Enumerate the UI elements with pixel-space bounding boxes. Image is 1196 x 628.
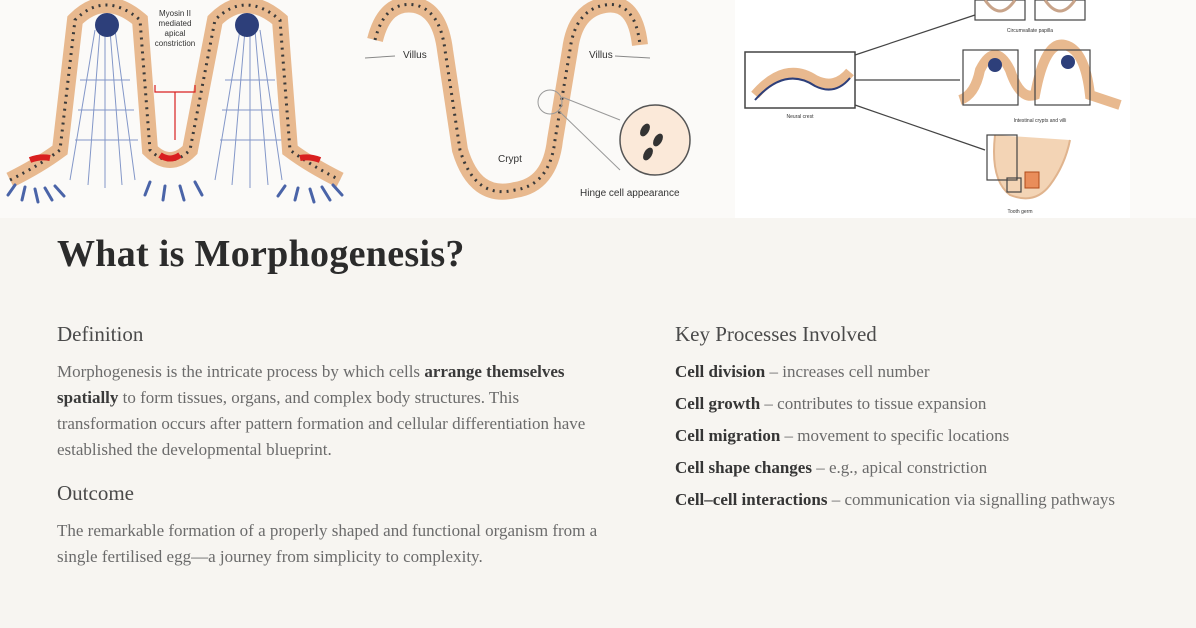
figure-label: mediated	[159, 19, 192, 28]
tooth-germ-caption: Tooth germ	[1007, 209, 1032, 215]
processes-list: Cell division – increases cell number Ce…	[675, 359, 1145, 513]
figure-label: constriction	[155, 39, 195, 48]
figure-label: apical	[165, 29, 186, 38]
list-item: Cell–cell interactions – communication v…	[675, 487, 1145, 513]
figure-strip: Myosin II mediated apical constriction V…	[0, 0, 1196, 218]
process-term: Cell shape changes	[675, 458, 812, 477]
villus-left-label: Villus	[403, 50, 427, 61]
page-title: What is Morphogenesis?	[57, 233, 465, 275]
process-term: Cell migration	[675, 426, 781, 445]
crypt-label: Crypt	[498, 154, 522, 165]
process-term: Cell–cell interactions	[675, 490, 828, 509]
list-item: Cell migration – movement to specific lo…	[675, 423, 1145, 449]
process-term: Cell growth	[675, 394, 761, 413]
right-column: Key Processes Involved Cell division – i…	[675, 322, 1145, 519]
process-desc: – movement to specific locations	[780, 426, 1010, 445]
definition-text-before: Morphogenesis is the intricate process b…	[57, 362, 425, 381]
process-desc: – increases cell number	[765, 362, 930, 381]
villus-crypt-figure: Villus Villus Crypt Hinge cell appearanc…	[365, 0, 705, 210]
definition-text: Morphogenesis is the intricate process b…	[57, 359, 617, 463]
outcome-heading: Outcome	[57, 481, 134, 505]
apical-constriction-figure: Myosin II mediated apical constriction	[0, 0, 350, 210]
process-desc: – contributes to tissue expansion	[760, 394, 987, 413]
left-column: Definition Morphogenesis is the intricat…	[57, 322, 617, 570]
list-item: Cell division – increases cell number	[675, 359, 1145, 385]
process-term: Cell division	[675, 362, 766, 381]
neural-crest-caption: Neural crest	[787, 114, 815, 120]
papilla-caption: Circumvallate papilla	[1007, 28, 1053, 34]
definition-text-after: to form tissues, organs, and complex bod…	[57, 388, 586, 459]
definition-heading: Definition	[57, 322, 144, 346]
list-item: Cell shape changes – e.g., apical constr…	[675, 455, 1145, 481]
hinge-label: Hinge cell appearance	[580, 188, 680, 199]
outcome-text: The remarkable formation of a properly s…	[57, 521, 598, 566]
process-desc: – communication via signalling pathways	[827, 490, 1116, 509]
tissue-examples-figure: Neural crest Circumvallate papilla Intes…	[735, 0, 1130, 218]
process-desc: – e.g., apical constriction	[811, 458, 988, 477]
definition-emphasis: arrange themselves spatially	[57, 362, 565, 407]
crypts-caption: Intestinal crypts and villi	[1014, 118, 1067, 124]
villus-right-label: Villus	[589, 50, 613, 61]
figure-label: Myosin II	[159, 9, 191, 18]
processes-heading: Key Processes Involved	[675, 322, 877, 346]
list-item: Cell growth – contributes to tissue expa…	[675, 391, 1145, 417]
